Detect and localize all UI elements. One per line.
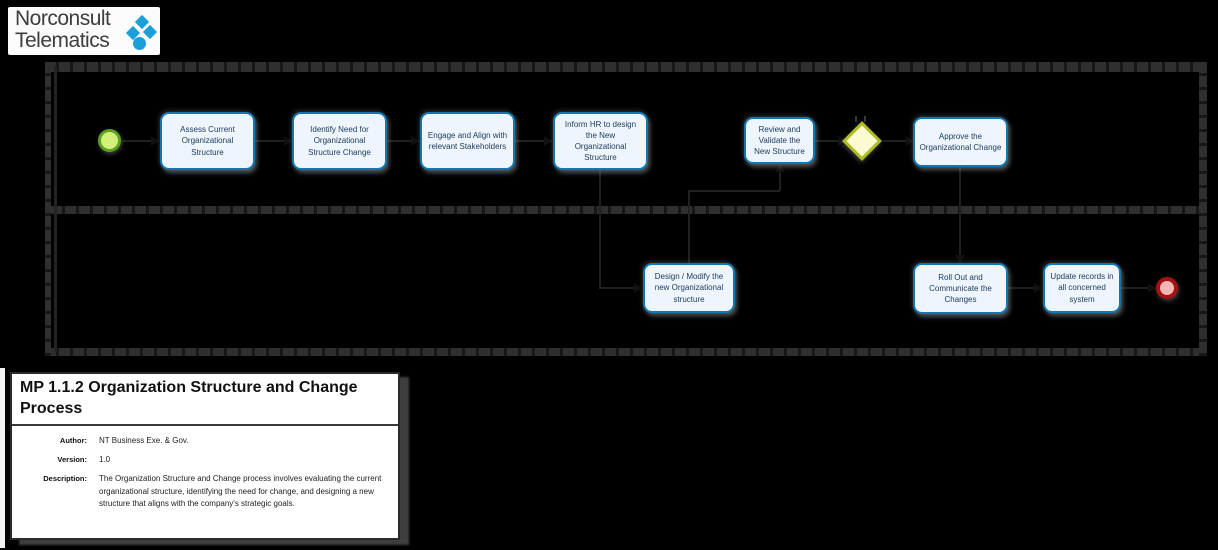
arrowhead-icon — [151, 136, 159, 146]
arrowhead-icon — [634, 283, 642, 293]
flow-line — [599, 170, 601, 288]
task-update-records[interactable]: Update records in all concerned system — [1043, 263, 1121, 313]
logo-line-2: Telematics — [15, 29, 110, 52]
task-label: Inform HR to design the New Organization… — [564, 119, 637, 163]
author-label: Author: — [59, 435, 87, 445]
start-event[interactable] — [98, 129, 121, 152]
flow-line — [688, 190, 780, 192]
arrowhead-icon — [1034, 283, 1042, 293]
lane-divider — [51, 206, 1201, 214]
arrowhead-icon — [284, 136, 292, 146]
process-info-panel: MP 1.1.2 Organization Structure and Chan… — [10, 372, 400, 540]
task-assess-current-structure[interactable]: Assess Current Organizational Structure — [160, 112, 255, 170]
flow-line — [388, 140, 419, 142]
task-identify-need-for-change[interactable]: Identify Need for Organizational Structu… — [292, 112, 387, 170]
task-label: Design / Modify the new Organizational s… — [654, 272, 724, 304]
flow-line — [1121, 287, 1155, 289]
end-event[interactable] — [1156, 277, 1178, 299]
pool-border-bottom — [45, 348, 1207, 356]
arrowhead-icon — [775, 164, 785, 172]
task-label: Approve the Organizational Change — [919, 131, 1002, 152]
task-engage-stakeholders[interactable]: Engage and Align with relevant Stakehold… — [420, 112, 515, 170]
flow-line — [599, 287, 637, 289]
flow-line — [688, 191, 690, 263]
task-label: Assess Current Organizational Structure — [180, 125, 235, 157]
author-value: NT Business Exe. & Gov. — [99, 435, 189, 445]
arrowhead-icon — [1148, 283, 1156, 293]
task-label: Review and Validate the New Structure — [754, 124, 805, 157]
task-design-modify-structure[interactable]: Design / Modify the new Organizational s… — [643, 263, 735, 313]
task-review-validate-structure[interactable]: Review and Validate the New Structure — [744, 117, 815, 164]
description-value: The Organization Structure and Change pr… — [99, 474, 382, 509]
title-separator — [12, 423, 398, 426]
arrowhead-icon — [955, 255, 965, 263]
flow-line — [1008, 287, 1041, 289]
gateway-marker — [855, 116, 857, 122]
flow-line — [959, 167, 961, 261]
process-title: MP 1.1.2 Organization Structure and Chan… — [20, 379, 358, 417]
version-label: Version: — [57, 454, 87, 464]
pool-border-top — [45, 62, 1207, 72]
norconsult-telematics-logo: Norconsult Telematics — [8, 7, 160, 55]
version-row: Version: 1.0 — [12, 454, 388, 466]
flow-line — [255, 140, 291, 142]
flow-line — [779, 170, 781, 191]
flow-line — [122, 140, 158, 142]
arrowhead-icon — [906, 136, 914, 146]
flow-line — [515, 140, 552, 142]
flow-line — [815, 140, 845, 142]
decision-gateway[interactable] — [842, 121, 882, 161]
task-label: Roll Out and Communicate the Changes — [929, 272, 992, 305]
arrowhead-icon — [544, 136, 552, 146]
author-row: Author: NT Business Exe. & Gov. — [12, 435, 388, 447]
version-value: 1.0 — [99, 454, 111, 464]
pool-border-left — [45, 62, 51, 356]
task-label: Identify Need for Organizational Structu… — [308, 125, 371, 157]
arrowhead-icon — [411, 136, 419, 146]
flow-line — [883, 140, 913, 142]
pool-border-right — [1199, 62, 1207, 356]
description-label: Description: — [43, 474, 87, 484]
page-edge — [0, 368, 5, 548]
description-row: Description: The Organization Structure … — [12, 473, 388, 510]
task-label: Update records in all concerned system — [1050, 272, 1114, 304]
logo-wordmark: Norconsult Telematics — [15, 7, 111, 52]
logo-line-1: Norconsult — [15, 7, 111, 30]
task-inform-hr-design[interactable]: Inform HR to design the New Organization… — [553, 112, 648, 170]
task-roll-out-communicate[interactable]: Roll Out and Communicate the Changes — [913, 263, 1008, 314]
gateway-marker — [864, 116, 866, 122]
task-approve-org-change[interactable]: Approve the Organizational Change — [913, 117, 1008, 167]
arrowhead-icon — [838, 136, 846, 146]
task-label: Engage and Align with relevant Stakehold… — [427, 130, 508, 151]
lane-label-strip — [54, 66, 57, 352]
